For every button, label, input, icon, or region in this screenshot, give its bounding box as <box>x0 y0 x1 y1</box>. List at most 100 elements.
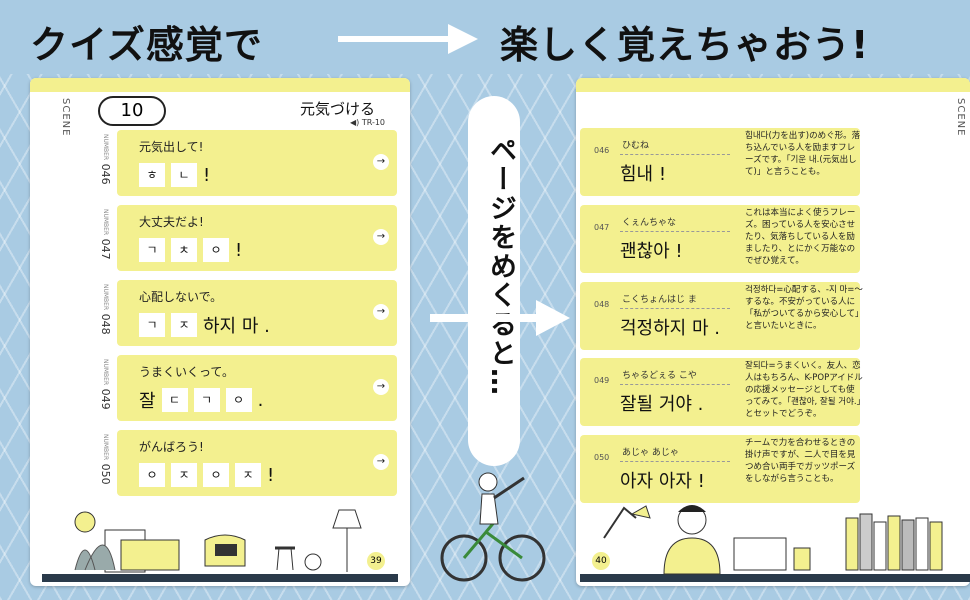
explanation-note: 걱정하다=心配する、-지 마=〜するな。不安がっている人に「私がついてるから安心… <box>745 285 863 331</box>
hint-box: ㄱ <box>139 238 165 262</box>
hint-box: ㅊ <box>171 238 197 262</box>
hint-box: ㅇ <box>203 463 229 487</box>
number-label: NUMBER <box>102 359 109 386</box>
explanation-note: チームで力を合わせるときの掛け声ですが、二人で目を見つめ合い両手でガッツポーズを… <box>745 438 856 484</box>
number-label: NUMBER <box>102 134 109 161</box>
card-number-value: 047 <box>99 238 112 260</box>
page-top-strip <box>30 78 410 92</box>
korean-phrase: 걱정하지 마 . <box>620 318 720 339</box>
card-number-value: 048 <box>99 313 112 335</box>
answer-card: 047 くぇんちゃな 괜찮아 ! <box>580 205 860 273</box>
hint-box: ㄷ <box>161 388 188 412</box>
card-caption: 元気出して! <box>139 140 204 154</box>
korean-phrase: 괜찮아 ! <box>620 241 683 262</box>
card-number: NUMBER 049 <box>92 359 112 410</box>
card-number: NUMBER 048 <box>92 284 112 335</box>
number-label: NUMBER <box>102 434 109 461</box>
scene-title: 元気づける <box>300 100 376 118</box>
hint-box: ㅈ <box>171 313 197 337</box>
hint-box: ㅎ <box>139 163 165 187</box>
page-top-strip-right <box>576 78 970 92</box>
audio-track[interactable]: ◀) TR-10 <box>350 118 386 127</box>
chevron-right-icon[interactable]: → <box>373 304 389 320</box>
card-caption: 大丈夫だよ! <box>139 215 204 229</box>
chevron-right-icon[interactable]: → <box>373 229 389 245</box>
pronunciation: あじゃ あじゃ <box>622 448 679 458</box>
pronunciation: ちゃるどぇる こや <box>622 371 697 381</box>
answer-card: 050 あじゃ あじゃ 아자 아자 ! <box>580 435 860 503</box>
card-number-value: 049 <box>99 388 112 410</box>
hint-box: ㅈ <box>235 463 261 487</box>
middle-callout: ページをめくると… <box>468 96 520 466</box>
explanation-note: 힘내다(力を出す)のめぐ形。落ち込んでいる人を励ますフレーズです。「기운 내.(… <box>745 131 861 177</box>
card-number: NUMBER 047 <box>92 209 112 260</box>
card-caption: 心配しないで。 <box>139 290 223 304</box>
card-number: NUMBER 046 <box>92 134 112 185</box>
card-number-value: 046 <box>99 163 112 185</box>
card-caption: がんばろう! <box>139 440 204 454</box>
cyclist-illustration <box>440 472 546 582</box>
floor-line <box>42 574 398 582</box>
scene-label: SCENE <box>60 98 71 137</box>
card-number-value: 048 <box>594 300 610 309</box>
pronunciation: ひむね <box>622 141 650 151</box>
pronunciation: くぇんちゃな <box>622 218 677 228</box>
number-label: NUMBER <box>102 209 109 236</box>
banner-right-text: 楽しく覚えちゃおう! <box>500 23 870 67</box>
hint-box: ㄱ <box>193 388 220 412</box>
card-number-value: 047 <box>594 223 610 232</box>
divider <box>620 308 730 309</box>
page-number-left: 39 <box>367 552 385 570</box>
living-room-illustration <box>74 509 362 573</box>
scene-number: 10 <box>98 96 166 126</box>
divider <box>620 154 730 155</box>
divider <box>620 384 730 385</box>
arrow-right-icon-middle <box>430 300 570 336</box>
korean-phrase: 아자 아자 ! <box>620 471 705 492</box>
answer-tail: . <box>257 389 264 411</box>
study-illustration <box>603 505 943 575</box>
explanation-note: 잘되다=うまくいく。友人、恋人はもちろん、K-POPアイドルの応援メッセージとし… <box>745 361 863 419</box>
korean-phrase: 잘될 거야 . <box>620 394 704 415</box>
pronunciation: こくちょんはじ ま <box>622 295 697 305</box>
chevron-right-icon[interactable]: → <box>373 379 389 395</box>
card-caption: うまくいくって。 <box>139 365 235 379</box>
explanation-note: これは本当によく使うフレーズ。困っている人を安心させたり、気落ちしている人を励ま… <box>745 208 856 266</box>
arrow-right-icon <box>338 24 478 54</box>
page-number-right: 40 <box>592 552 610 570</box>
hint-box: ㄴ <box>171 163 197 187</box>
floor-line-right <box>580 574 970 582</box>
answer-lead: 잘 <box>139 391 156 412</box>
header-banner: クイズ感覚で 楽しく覚えちゃおう! <box>0 0 970 74</box>
hint-box: ㅈ <box>171 463 197 487</box>
answer-tail: ! <box>267 464 275 486</box>
answer-card: 049 ちゃるどぇる こや 잘될 거야 . <box>580 358 860 426</box>
card-number-value: 050 <box>99 463 112 485</box>
banner-left-text: クイズ感覚で <box>30 23 263 67</box>
card-number: NUMBER 050 <box>92 434 112 485</box>
answer-card: 048 こくちょんはじ ま 걱정하지 마 . <box>580 282 860 350</box>
number-label: NUMBER <box>102 284 109 311</box>
chevron-right-icon[interactable]: → <box>373 454 389 470</box>
card-number-value: 049 <box>594 376 610 385</box>
card-number-value: 046 <box>594 146 610 155</box>
hint-box: ㅇ <box>203 238 229 262</box>
answer-tail: ! <box>203 164 211 186</box>
answer-tail: ! <box>235 239 243 261</box>
hint-box: ㅇ <box>225 388 252 412</box>
card-number-value: 050 <box>594 453 610 462</box>
scene-label-right: SCENE <box>955 98 966 137</box>
divider <box>620 231 730 232</box>
chevron-right-icon[interactable]: → <box>373 154 389 170</box>
